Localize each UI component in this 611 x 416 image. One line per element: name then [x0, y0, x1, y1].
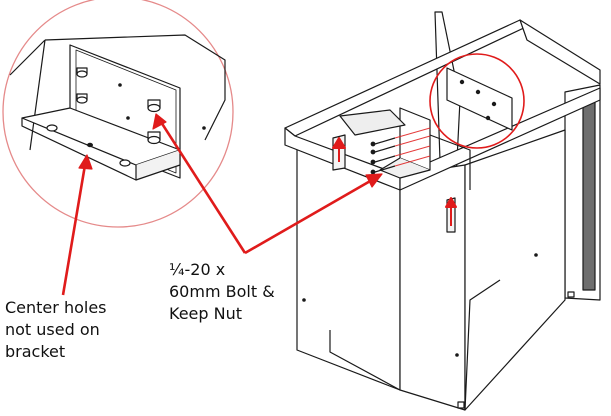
bolt-leader-arrowhead-detail	[152, 113, 167, 130]
magnifier-wall	[9, 34, 226, 151]
bolt-callout-line-3: Keep Nut	[169, 304, 243, 323]
bolt-callout-line-2: 60mm Bolt &	[169, 282, 275, 301]
bolt-leader-arrowhead-main	[365, 173, 383, 188]
center-holes-callout-line-3: bracket	[5, 342, 66, 361]
center-holes-callout-label: Center holes not used on bracket	[5, 297, 107, 363]
alignment-lines	[394, 127, 431, 167]
right-front-panel	[464, 129, 566, 411]
lift-arrow-left	[332, 137, 346, 162]
lectern	[284, 11, 601, 411]
bolt-callout-line-1: ¼-20 x	[169, 260, 226, 279]
detail-magnifier	[2, 0, 234, 228]
center-holes-callout-line-1: Center holes	[5, 298, 107, 317]
bracket-bolts	[46, 67, 161, 167]
insert-bolts	[370, 137, 396, 175]
bolt-leader-line	[159, 121, 247, 254]
top-rim-right	[519, 19, 601, 85]
highlight-circle	[429, 53, 525, 149]
bolt-callout-label: ¼-20 x 60mm Bolt & Keep Nut	[169, 259, 275, 325]
holes-leader-line	[61, 164, 87, 296]
holes-leader-arrowhead	[78, 154, 93, 170]
front-shelf-right	[399, 87, 601, 191]
vent-strip	[582, 99, 596, 291]
lift-arrow-right	[445, 197, 457, 226]
center-holes-callout-line-2: not used on	[5, 320, 100, 339]
